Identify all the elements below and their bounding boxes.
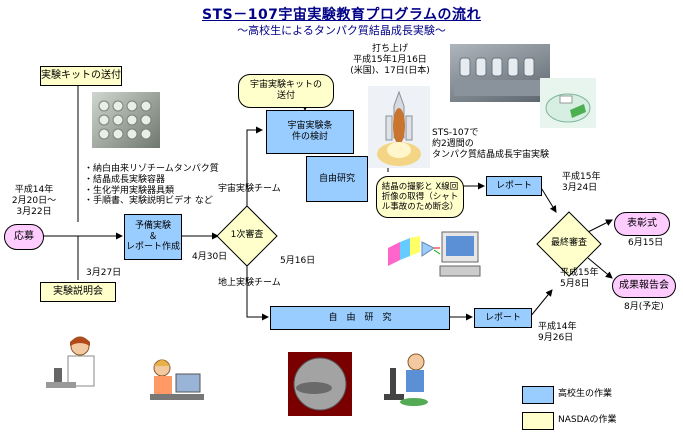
launch-text: 打ち上げ 平成15年1月16日 (米国)、17日(日本) [350,44,430,76]
date-aug: 8月(予定) [624,302,664,312]
kit-send-box: 実験キットの送付 [40,66,122,86]
legend-student-swatch [522,386,554,404]
page-title: STS－107宇宙実験教育プログラムの流れ [201,7,482,23]
apply-node: 応募 [4,224,44,250]
shuttle-photo [368,86,430,168]
kit-item: ・手順書、実験説明ビデオ など [84,196,213,207]
briefing-box: 実験説明会 [40,282,116,302]
free-research-space-box: 自由研究 [306,156,368,202]
sts-note: STS-107で 約2週間の タンパク質結晶成長宇宙実験 [432,128,550,160]
date-h15-0324: 平成15年 3月24日 [562,172,601,193]
apply-date: 平成14年 2月20日～ 3月22日 [11,185,57,217]
review1-label: 1次審査 [230,230,264,241]
student-illustration [140,350,210,406]
legend-nasda-swatch [522,412,554,430]
date-0430: 4月30日 [192,252,228,262]
legend-student-label: 高校生の作業 [558,389,613,399]
date-0516: 5月16日 [280,256,316,266]
scientist-illustration [40,330,110,400]
results-meeting-node: 成果報告会 [612,274,676,298]
date-h15-0508: 平成15年 5月8日 [560,268,599,289]
kit-item: ・納白由来リゾチームタンパク質 [84,164,219,174]
date-h14-0926: 平成14年 9月26日 [538,322,577,343]
award-node: 表彰式 [614,212,670,236]
crystal-photo [540,78,596,128]
crystal-closeup-photo [288,352,352,416]
space-team-label: 宇宙実験チーム [218,184,281,194]
kit-items-list: ・納白由来リゾチームタンパク質 ・結晶成長実験容器 ・生化学用実験器具類 ・手順… [84,164,234,207]
microscope-illustration [376,350,436,410]
page-subtitle: ～高校生によるタンパク質結晶成長実験～ [237,24,446,37]
report2-box: レポート [474,308,532,328]
ground-team-label: 地上実験チーム [218,278,281,288]
prelim-experiment-box: 予備実験 ＆ レポート作成 [124,214,182,260]
final-review-diamond [536,211,602,277]
final-review-label: 最終審査 [550,238,587,249]
lab-equipment [384,226,484,286]
kit-photo [92,92,160,148]
free-research-ground-box: 自 由 研 究 [270,306,450,330]
space-kit-send-box: 宇宙実験キットの 送付 [238,74,334,108]
hardware-photo [450,44,550,102]
date-0615: 6月15日 [628,238,664,248]
kit-item: ・結晶成長実験容器 [84,174,166,185]
condition-review-box: 宇宙実験条 件の検討 [266,110,354,154]
photo-note-box: 結晶の撮影と X線回 折像の取得（シャト ル事故のため断念） [376,176,464,218]
kit-item: ・生化学用実験器具類 [84,185,175,196]
review1-diamond [216,205,278,267]
report1-box: レポート [486,176,542,196]
briefing-date: 3月27日 [86,268,122,278]
legend-nasda-label: NASDAの作業 [558,415,617,425]
